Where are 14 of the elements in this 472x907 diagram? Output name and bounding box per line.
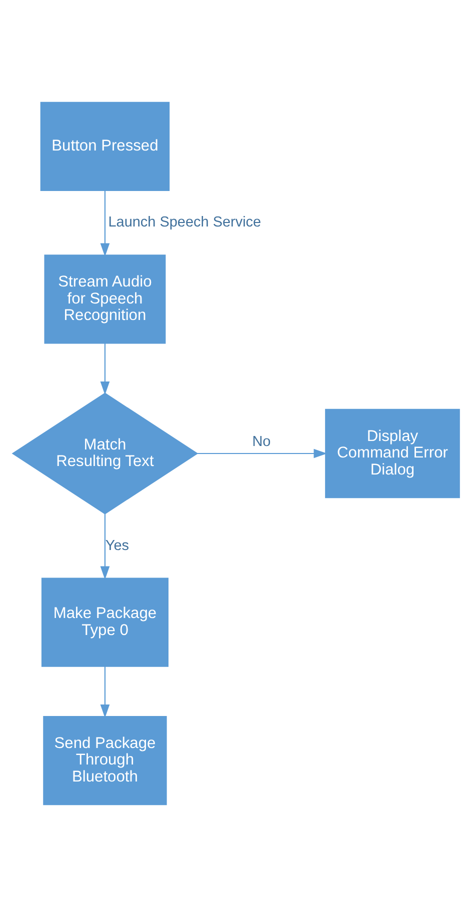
node-box: Stream Audio for Speech Recognition — [44, 254, 166, 344]
node-box: Button Pressed — [40, 102, 170, 192]
arrow — [100, 343, 110, 395]
node-box: Send Package Through Bluetooth — [43, 716, 167, 806]
arrow — [100, 666, 110, 718]
node-box: Display Command Error Dialog — [325, 408, 460, 498]
arrow — [100, 514, 110, 580]
node-box: Make Package Type 0 — [41, 578, 168, 667]
node-diamond: Match Resulting Text — [12, 392, 198, 514]
edge-label: Launch Speech Service — [108, 214, 262, 231]
arrow — [100, 190, 110, 257]
arrow — [197, 448, 328, 458]
edge-label: Yes — [105, 538, 130, 554]
edge-label: No — [252, 434, 271, 450]
